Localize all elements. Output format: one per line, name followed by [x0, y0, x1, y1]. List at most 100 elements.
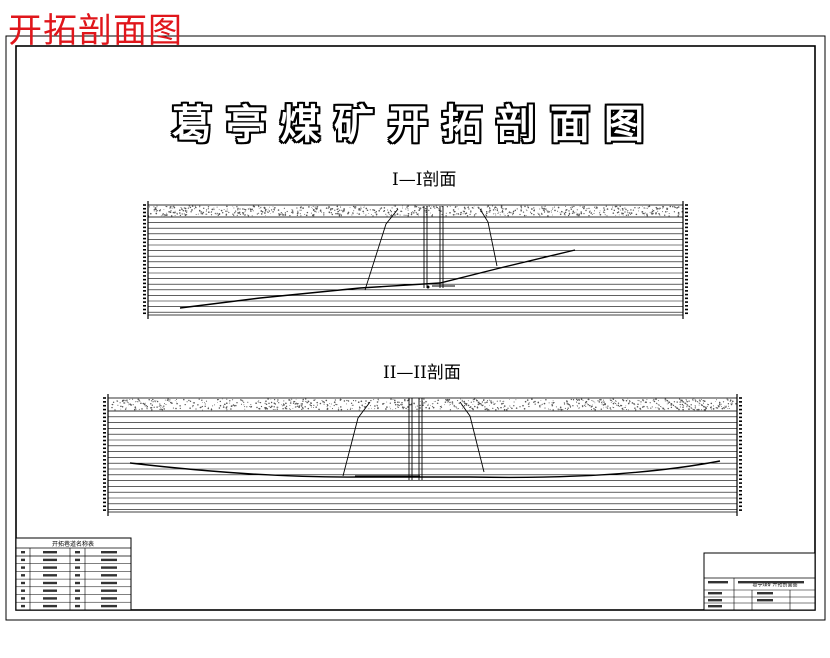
- alluvium-dot: [407, 208, 409, 210]
- alluvium-dot: [229, 400, 231, 402]
- alluvium-dot: [515, 399, 517, 401]
- alluvium-dot: [456, 206, 458, 207]
- alluvium-dot: [412, 210, 414, 212]
- alluvium-dot: [195, 213, 197, 216]
- alluvium-dot: [701, 404, 703, 407]
- alluvium-dot: [340, 408, 343, 411]
- scale-tick: [103, 404, 106, 407]
- alluvium-dot: [520, 209, 522, 212]
- alluvium-dot: [627, 214, 630, 216]
- alluvium-dot: [242, 212, 244, 214]
- alluvium-dot: [616, 212, 619, 214]
- alluvium-dot: [282, 405, 284, 407]
- alluvium-dot: [181, 213, 183, 215]
- alluvium-dot: [394, 403, 397, 406]
- alluvium-dot: [416, 408, 418, 410]
- alluvium-dot: [612, 406, 614, 408]
- alluvium-dot: [484, 408, 487, 411]
- alluvium-dot: [441, 214, 443, 216]
- scale-tick: [143, 305, 146, 307]
- alluvium-dot: [385, 408, 387, 410]
- alluvium-dot: [380, 207, 383, 209]
- alluvium-dot: [613, 401, 615, 403]
- alluvium-dot: [207, 211, 210, 214]
- alluvium-dot: [243, 404, 245, 406]
- alluvium-dot: [667, 407, 669, 410]
- alluvium-dot: [489, 404, 490, 406]
- alluvium-dot: [665, 211, 667, 213]
- alluvium-dot: [505, 207, 507, 210]
- alluvium-dot: [200, 213, 202, 215]
- alluvium-dot: [425, 207, 427, 210]
- alluvium-dot: [137, 401, 139, 403]
- alluvium-dot: [435, 206, 438, 208]
- alluvium-dot: [300, 207, 302, 209]
- alluvium-dot: [455, 406, 457, 408]
- alluvium-dot: [314, 206, 316, 208]
- alluvium-dot: [241, 399, 243, 401]
- alluvium-dot: [624, 211, 626, 213]
- alluvium-dot: [212, 208, 214, 210]
- legend-cell-text-mark: [75, 589, 80, 592]
- alluvium-dot: [399, 214, 401, 216]
- alluvium-dot: [318, 408, 320, 411]
- alluvium-dot: [670, 406, 673, 409]
- alluvium-dot: [711, 408, 713, 410]
- alluvium-dot: [484, 406, 486, 408]
- alluvium-dot: [718, 401, 721, 404]
- alluvium-dot: [729, 400, 731, 402]
- alluvium-dot: [132, 404, 134, 406]
- alluvium-dot: [492, 401, 494, 403]
- alluvium-dot: [646, 406, 648, 408]
- legend-cell-text-mark: [21, 589, 25, 592]
- alluvium-dot: [132, 398, 134, 400]
- alluvium-dot: [325, 207, 328, 209]
- alluvium-dot: [500, 206, 503, 209]
- alluvium-dot: [435, 205, 437, 207]
- scale-tick: [143, 282, 146, 285]
- alluvium-dot: [610, 408, 612, 410]
- alluvium-dot: [546, 211, 549, 213]
- alluvium-dot: [321, 211, 323, 213]
- alluvium-dot: [583, 207, 585, 209]
- scale-tick: [685, 245, 688, 247]
- alluvium-dot: [576, 400, 577, 402]
- alluvium-dot: [270, 213, 272, 215]
- alluvium-dot: [610, 399, 613, 401]
- alluvium-dot: [562, 211, 564, 213]
- alluvium-dot: [701, 409, 702, 411]
- alluvium-dot: [544, 205, 546, 207]
- alluvium-dot: [573, 205, 575, 208]
- alluvium-dot: [230, 408, 232, 410]
- alluvium-dot: [494, 212, 496, 214]
- alluvium-dot: [210, 212, 212, 213]
- alluvium-dot: [507, 214, 509, 217]
- alluvium-dot: [510, 212, 512, 214]
- alluvium-dot: [251, 208, 253, 211]
- scale-tick: [103, 401, 106, 403]
- shaft-bottom-mark: [426, 285, 430, 289]
- legend-cell-text-mark: [43, 589, 57, 592]
- alluvium-dot: [450, 403, 451, 405]
- alluvium-dot: [664, 398, 667, 400]
- alluvium-dot: [499, 214, 501, 216]
- alluvium-dot: [614, 205, 617, 208]
- alluvium-dot: [207, 407, 209, 410]
- scale-tick: [143, 219, 146, 221]
- alluvium-dot: [184, 403, 186, 406]
- alluvium-dot: [186, 210, 188, 212]
- legend-cell-text-mark: [101, 589, 117, 592]
- alluvium-dot: [256, 406, 258, 409]
- alluvium-dot: [617, 207, 619, 209]
- alluvium-dot: [573, 212, 575, 214]
- alluvium-dot: [593, 210, 596, 212]
- scale-tick: [685, 290, 688, 292]
- alluvium-dot: [681, 403, 684, 406]
- alluvium-dot: [702, 402, 705, 404]
- scale-tick: [143, 286, 146, 288]
- alluvium-dot: [268, 405, 270, 407]
- alluvium-dot: [538, 213, 540, 216]
- alluvium-dot: [335, 403, 337, 405]
- alluvium-dot: [242, 208, 244, 210]
- alluvium-dot: [469, 409, 471, 411]
